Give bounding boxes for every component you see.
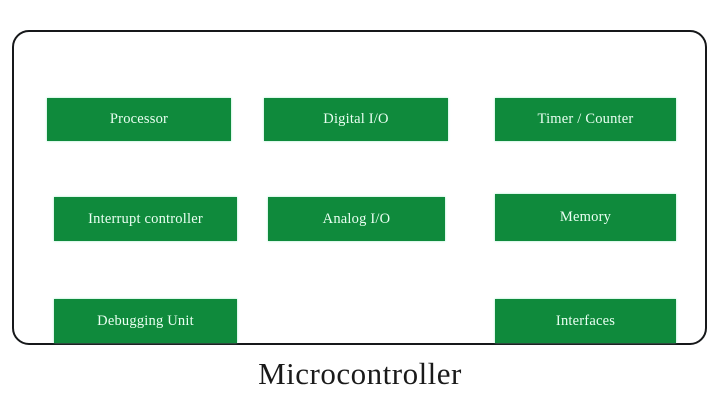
block-memory[interactable]: Memory bbox=[495, 194, 676, 241]
block-processor[interactable]: Processor bbox=[47, 98, 231, 141]
block-digital-io[interactable]: Digital I/O bbox=[264, 98, 448, 141]
block-debugging-unit[interactable]: Debugging Unit bbox=[54, 299, 237, 343]
block-interfaces[interactable]: Interfaces bbox=[495, 299, 676, 343]
block-analog-io[interactable]: Analog I/O bbox=[268, 197, 445, 241]
microcontroller-boundary-frame: Processor Digital I/O Timer / Counter In… bbox=[12, 30, 707, 345]
block-timer-counter[interactable]: Timer / Counter bbox=[495, 98, 676, 141]
block-interrupt-controller[interactable]: Interrupt controller bbox=[54, 197, 237, 241]
diagram-caption: Microcontroller bbox=[258, 356, 462, 391]
